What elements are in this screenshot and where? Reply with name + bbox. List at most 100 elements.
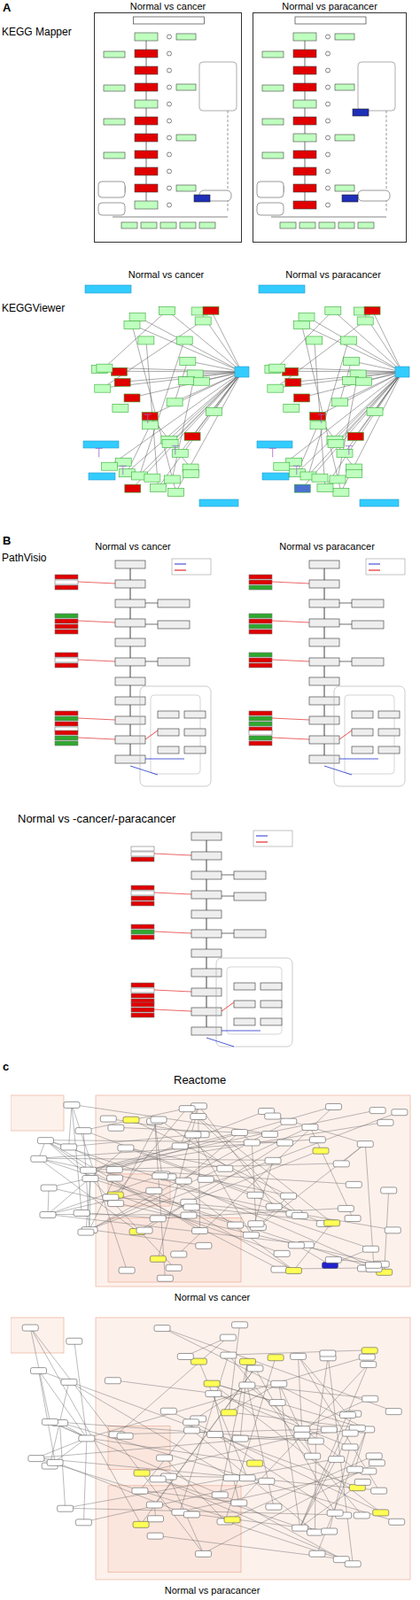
pathway-box <box>28 1456 45 1463</box>
pathway-line <box>65 1508 344 1517</box>
pathway-box <box>344 1216 361 1223</box>
pathway-box <box>211 1493 228 1500</box>
pathway-box <box>149 1477 166 1484</box>
pathway-line <box>130 588 132 600</box>
pathway-box <box>293 49 317 58</box>
pathway-box <box>40 1185 57 1192</box>
pathway-line <box>88 1164 343 1171</box>
pathway-box <box>156 1455 173 1463</box>
pathway-box <box>146 1188 163 1195</box>
pathway-box <box>194 194 210 203</box>
pathway-box <box>82 1175 99 1183</box>
pathway-box <box>194 317 211 326</box>
pathway-line <box>206 879 208 892</box>
pathway-box <box>280 1119 297 1126</box>
pathway-panel: Normal vs cancer <box>93 12 242 243</box>
pathway-line <box>304 158 306 168</box>
pathway-line <box>339 731 352 740</box>
pathway-box <box>191 891 222 900</box>
pathway-box <box>273 462 290 471</box>
pathway-box <box>242 1232 259 1239</box>
pathway-line <box>119 466 127 467</box>
pathway-line <box>318 414 326 416</box>
pathway-box <box>267 384 284 393</box>
pathway-line <box>115 1195 282 1254</box>
pathway-box <box>217 1166 234 1173</box>
pathway-box <box>321 1529 338 1536</box>
pathway-box <box>362 1246 379 1253</box>
pathway-box <box>347 1467 364 1474</box>
pathway-box <box>287 1243 304 1250</box>
pathway-box <box>283 404 300 413</box>
pathway-box <box>54 736 78 741</box>
pathway-box <box>22 1325 39 1332</box>
pathway-line <box>324 724 326 737</box>
pathway-box <box>280 1193 297 1200</box>
pathway-box <box>184 1428 201 1435</box>
pathway-line <box>324 646 326 659</box>
pathway-box <box>179 222 196 229</box>
pathway-box <box>309 638 340 647</box>
pathway-box <box>233 930 266 939</box>
pathway-line <box>130 724 132 737</box>
pathway-box <box>293 167 317 176</box>
pathway-box <box>351 711 374 719</box>
pathway-line <box>174 564 187 566</box>
pathway-box <box>205 1392 222 1399</box>
pathway-line <box>47 1148 126 1215</box>
pathway-line <box>110 1197 295 1214</box>
pathway-line <box>154 1010 192 1012</box>
pathway-box <box>202 306 219 315</box>
pathway-line <box>112 217 228 218</box>
panel-title: Normal vs paracancer <box>245 541 409 553</box>
pathway-box <box>293 100 317 109</box>
compound-dot <box>167 68 172 73</box>
pathway-box <box>280 222 296 229</box>
tool-name: Reactome <box>173 1074 226 1088</box>
pathway-box <box>293 83 317 92</box>
pathway-illustration <box>255 281 412 527</box>
pathway-box <box>351 746 374 755</box>
pathway-line <box>240 1361 248 1439</box>
pathway-line <box>272 448 273 458</box>
pathway-box <box>184 432 201 441</box>
pathway-box <box>168 488 185 497</box>
pathway-line <box>146 57 148 67</box>
pathway-box <box>54 731 78 736</box>
pathway-line <box>130 568 132 581</box>
pathway-box <box>171 1143 188 1151</box>
pathway-line <box>271 217 387 218</box>
pathway-line <box>320 414 322 424</box>
pathway-box <box>138 336 155 345</box>
pathway-box <box>262 473 289 481</box>
pathway-panel: Normal vs cancer <box>51 553 215 798</box>
pathway-box <box>309 716 340 725</box>
pathway-line <box>157 1106 199 1260</box>
pathway-box <box>294 1427 311 1434</box>
pathway-box <box>371 1488 388 1495</box>
compound-dot <box>167 85 172 90</box>
pathway-line <box>324 568 326 581</box>
pathway-box <box>103 85 125 92</box>
pathway-box <box>248 580 273 585</box>
pathway-box <box>179 357 196 366</box>
pathway-box <box>131 886 155 891</box>
pathway-line <box>168 1177 295 1272</box>
pathway-illustration <box>10 1090 414 1292</box>
compound-dot <box>326 68 331 73</box>
pathway-box <box>131 988 155 994</box>
pathway-line <box>304 175 306 185</box>
pathway-box <box>171 449 188 458</box>
pathway-panel: Normal vs -cancer/-paracancer <box>127 825 296 1058</box>
pathway-line <box>206 918 208 931</box>
pathway-box <box>365 1262 382 1269</box>
pathway-box <box>131 925 155 930</box>
pathway-box <box>362 1396 379 1403</box>
pathway-box <box>264 1158 281 1165</box>
pathway-box <box>131 902 155 907</box>
pathway-box <box>248 653 273 658</box>
pathway-box <box>110 367 127 376</box>
pathway-box <box>78 1436 95 1443</box>
pathway-box <box>231 1501 248 1508</box>
pathway-box <box>182 470 199 479</box>
